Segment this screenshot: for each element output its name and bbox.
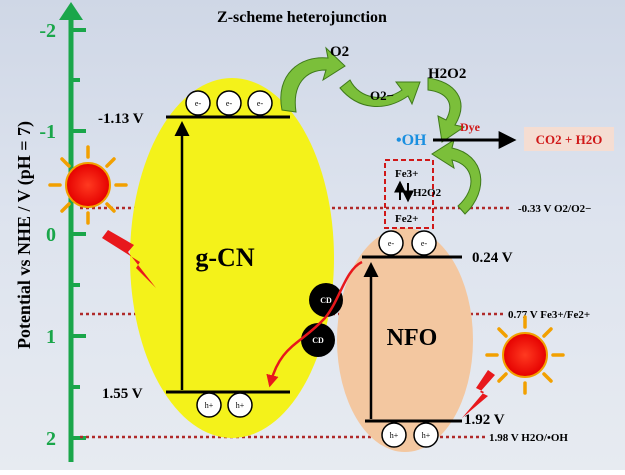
gcn-name: g-CN <box>195 243 254 272</box>
electron-transfer-arrow <box>266 260 363 388</box>
sun-icon <box>48 145 128 225</box>
nfo-holes: h+ h+ <box>381 422 439 448</box>
species-fe2: Fe2+ <box>395 213 418 225</box>
species-products: CO2 + H2O <box>536 132 603 147</box>
green-arrow-4 <box>431 138 482 215</box>
lightning-icon <box>462 370 495 418</box>
species-o2-top: O2 <box>330 44 349 60</box>
ref-label-oh: 1.98 V H2O/•OH <box>489 432 568 444</box>
gcn-electrons: e- e- e- <box>185 90 273 116</box>
y-tick-label: -1 <box>39 121 56 143</box>
species-oh-radical: •OH <box>396 132 427 149</box>
species-o2-radical: O2− <box>370 88 394 103</box>
svg-text:e-: e- <box>388 239 395 248</box>
y-axis-label: Potential vs NHE / V (pH = 7) <box>14 121 35 349</box>
svg-text:h+: h+ <box>205 401 214 410</box>
species-dye: Dye <box>460 120 481 134</box>
nfo-cb-label: 0.24 V <box>472 250 513 266</box>
y-tick-label: 2 <box>46 428 56 450</box>
y-tick-label: -2 <box>39 20 56 42</box>
lightning-icon <box>102 230 156 288</box>
cd-dot-1 <box>309 283 343 317</box>
svg-text:e-: e- <box>226 99 233 108</box>
svg-text:h+: h+ <box>422 431 431 440</box>
ref-label-fe: 0.77 V Fe3+/Fe2+ <box>508 309 590 321</box>
green-arrow-3 <box>427 77 466 143</box>
species-h2o2-fenton: H2O2 <box>413 187 442 199</box>
diagram-title: Z-scheme heterojunction <box>217 9 387 26</box>
gcn-holes: h+ h+ <box>196 392 253 418</box>
nfo-electrons: e- e- <box>378 230 437 256</box>
sun-icon <box>485 315 565 395</box>
svg-text:e-: e- <box>257 99 264 108</box>
gcn-cb-label: -1.13 V <box>98 111 144 127</box>
svg-text:h+: h+ <box>236 401 245 410</box>
green-arrow-2 <box>339 79 421 107</box>
y-tick-label: 0 <box>46 224 56 246</box>
species-fe3: Fe3+ <box>395 168 418 180</box>
y-tick-label: 1 <box>46 326 56 348</box>
y-axis-arrowhead <box>59 2 83 20</box>
green-arrow-1 <box>280 46 346 113</box>
ref-label-o2: -0.33 V O2/O2− <box>518 203 591 215</box>
svg-text:e-: e- <box>421 239 428 248</box>
svg-text:e-: e- <box>195 99 202 108</box>
fenton-box <box>384 159 434 229</box>
svg-text:h+: h+ <box>390 431 399 440</box>
cd-label: CD <box>320 296 332 305</box>
cd-label: CD <box>312 336 324 345</box>
nfo-name: NFO <box>387 325 438 351</box>
nfo-vb-label: 1.92 V <box>464 412 505 428</box>
gcn-vb-label: 1.55 V <box>102 386 143 402</box>
species-h2o2-top: H2O2 <box>428 66 466 82</box>
products-box <box>524 127 614 151</box>
